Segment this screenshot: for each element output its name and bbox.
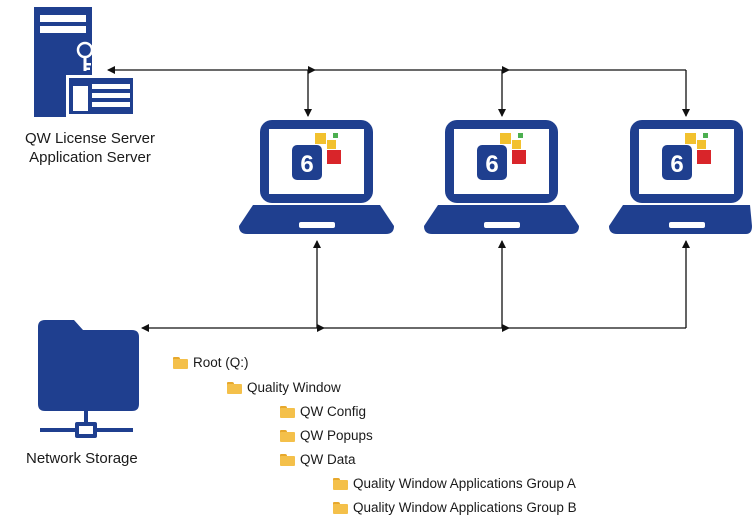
tree-item-qw-data[interactable]: QW Data [280,452,356,467]
tree-item-label: QW Popups [300,428,373,443]
folder-icon [280,453,295,466]
laptop-icon: 6 [239,120,394,234]
tree-item-label: QW Config [300,404,367,419]
laptop-icon: 6 [609,120,752,234]
tree-item-label: Quality Window Applications Group B [353,500,577,515]
folder-icon [333,477,348,490]
app-badge-label: 6 [670,151,683,178]
app-badge-label: 6 [300,151,313,178]
tree-item-label: Root (Q:) [193,355,249,370]
junction-arrows [308,66,510,332]
server-key-icon [34,7,136,117]
tree-item-root[interactable]: Root (Q:) [173,355,249,370]
tree-item-quality-window[interactable]: Quality Window [227,380,341,395]
storage-connections [141,240,690,332]
storage-label: Network Storage [26,450,138,467]
folder-icon [280,405,295,418]
folder-icon [333,501,348,514]
folder-icon [227,381,242,394]
tree-item-label: QW Data [300,452,356,467]
tree-item-group-a[interactable]: Quality Window Applications Group A [333,476,576,491]
server-label-line2: Application Server [29,149,151,166]
folder-icon [173,356,188,369]
folder-icon [280,429,295,442]
tree-item-qw-config[interactable]: QW Config [280,404,366,419]
tree-item-qw-popups[interactable]: QW Popups [280,428,373,443]
server-label-line1: QW License Server [24,130,156,147]
server-label: QW License Server Application Server [0,129,185,167]
app-badge-label: 6 [485,151,498,178]
tree-item-label: Quality Window [247,380,341,395]
tree-item-group-b[interactable]: Quality Window Applications Group B [333,500,577,515]
server-connections [107,66,690,117]
tree-item-label: Quality Window Applications Group A [353,476,576,491]
network-folder-icon [38,320,139,438]
laptop-icon: 6 [424,120,579,234]
